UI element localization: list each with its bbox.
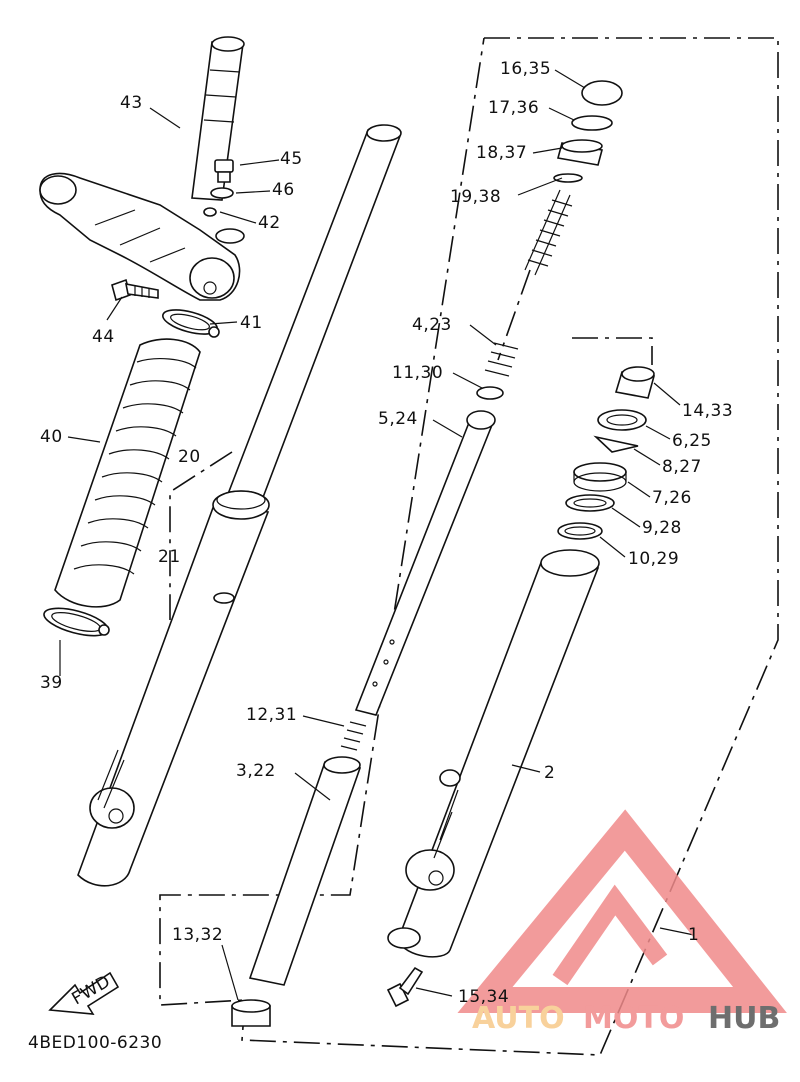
automotohub-watermark: AUTO MOTO HUB (457, 809, 787, 1036)
bushing-9 (565, 494, 615, 512)
steering-stem (39, 36, 245, 301)
callout-18-37: 18,37 (476, 143, 527, 163)
fork-spring-upper (497, 189, 573, 361)
callout-41: 41 (240, 313, 263, 333)
callout-6-25: 6,25 (672, 431, 712, 451)
callout-40: 40 (40, 427, 63, 447)
fork-boot (54, 338, 201, 608)
callout-20: 20 (178, 447, 201, 467)
callout-45: 45 (280, 149, 303, 169)
washer-10 (557, 522, 603, 540)
callout-17-36: 17,36 (488, 98, 539, 118)
damper-rod (354, 410, 496, 716)
fork-spring-lower (484, 342, 519, 377)
watermark-triangle (457, 809, 787, 1013)
washer-19 (553, 173, 583, 183)
callout-4-23: 4,23 (412, 315, 452, 335)
callout-8-27: 8,27 (662, 457, 702, 477)
fwd-arrow-icon: FWD (48, 971, 120, 1015)
collar-18 (557, 139, 603, 166)
ring-11 (476, 386, 504, 400)
callout-13-32: 13,32 (172, 925, 223, 945)
washer-46 (210, 187, 234, 199)
callout-16-35: 16,35 (500, 59, 551, 79)
callout-44: 44 (92, 327, 115, 347)
callout-15-34: 15,34 (458, 987, 509, 1007)
bolt-44 (111, 278, 159, 302)
callout-5-24: 5,24 (378, 409, 418, 429)
clamp-39 (43, 607, 110, 637)
leader-lines (59, 69, 695, 1001)
callout-2: 2 (544, 763, 555, 783)
watermark-hub: HUB (708, 1001, 780, 1036)
left-outer-tube (77, 490, 270, 887)
callout-42: 42 (258, 213, 281, 233)
bushing-13 (231, 999, 271, 1027)
callout-labels: 43 45 46 42 44 41 40 20 21 39 16,35 17,3… (28, 59, 733, 1053)
washer-8 (593, 435, 639, 453)
cap-16 (581, 80, 623, 106)
callout-39: 39 (40, 673, 63, 693)
oring-42 (203, 207, 245, 244)
callout-1: 1 (688, 925, 699, 945)
watermark-moto: MOTO (583, 1001, 684, 1036)
callout-11-30: 11,30 (392, 363, 443, 383)
callout-3-22: 3,22 (236, 761, 276, 781)
callout-9-28: 9,28 (642, 518, 682, 538)
callout-7-26: 7,26 (652, 488, 692, 508)
bolt-45 (214, 159, 234, 183)
callout-19-38: 19,38 (450, 187, 501, 207)
callout-10-29: 10,29 (628, 549, 679, 569)
oil-seal-6 (597, 409, 647, 431)
callout-46: 46 (272, 180, 295, 200)
diagram-code: 4BED100-6230 (28, 1033, 162, 1053)
cap-14 (614, 366, 656, 399)
bushing-7 (573, 462, 627, 492)
callout-14-33: 14,33 (682, 401, 733, 421)
callout-21: 21 (158, 547, 181, 567)
clamp-41 (162, 309, 220, 338)
clip-17 (571, 115, 613, 131)
callout-12-31: 12,31 (246, 705, 297, 725)
rebound-spring (340, 721, 367, 751)
bolt-15 (386, 966, 424, 1008)
outer-tube-2 (387, 549, 600, 958)
watermark-auto: AUTO (472, 1001, 565, 1036)
fork-inner-tube-3 (248, 756, 362, 986)
callout-43: 43 (120, 93, 143, 113)
